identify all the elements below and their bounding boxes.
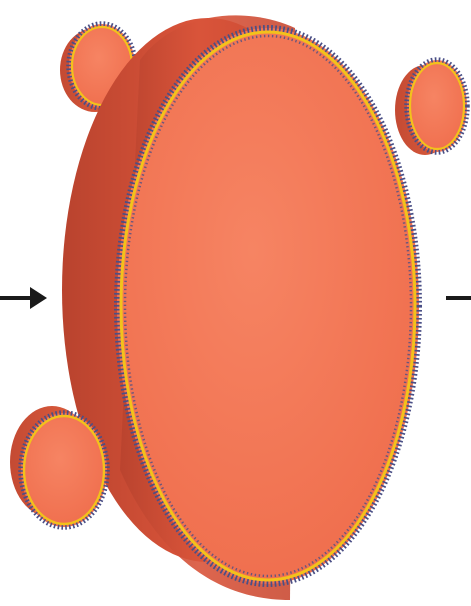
- small-disc-top-right: [395, 60, 467, 155]
- small-disc-bottom-left: [10, 406, 107, 527]
- large-disc: [62, 15, 419, 600]
- arrow-left: [0, 287, 47, 309]
